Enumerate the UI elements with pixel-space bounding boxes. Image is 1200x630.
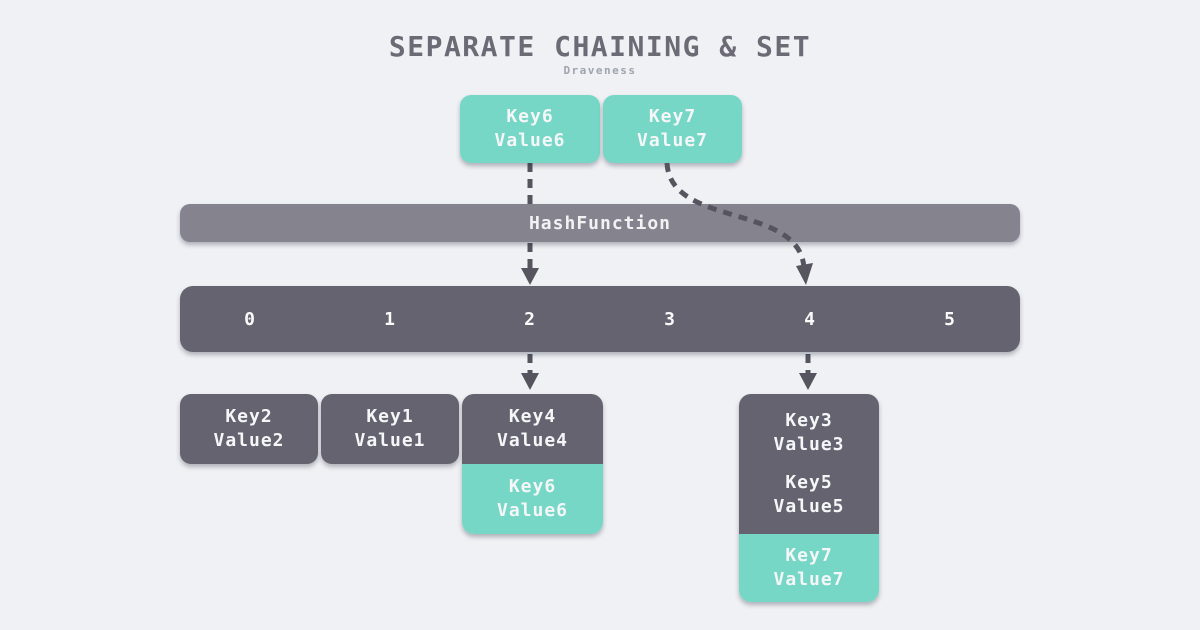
hash-table-bar: 0 1 2 3 4 5 — [180, 286, 1020, 352]
value-label: Value2 — [213, 430, 285, 451]
bucket-slot-2: 2 — [524, 308, 536, 330]
input-box-key6: Key6 Value6 — [460, 95, 600, 163]
chain-slot2-node-highlighted: Key6 Value6 — [462, 464, 603, 534]
value-label: Value6 — [496, 500, 569, 521]
bucket-slot-5: 5 — [944, 308, 956, 330]
key-label: Key4 — [508, 406, 557, 427]
value-label: Value7 — [773, 569, 845, 590]
key-value-pair: Key7 Value7 — [773, 544, 844, 592]
dashed-arrow-slot2-to-chain-icon — [521, 354, 539, 390]
key-label: Key3 — [785, 409, 833, 431]
chain-slot1-node: Key1 Value1 — [321, 394, 459, 464]
key-value-pair: Key1 Value1 — [354, 405, 425, 453]
value-label: Value5 — [773, 496, 845, 518]
input-box-key7: Key7 Value7 — [603, 95, 742, 163]
chain-slot4-node-highlighted: Key7 Value7 — [739, 534, 879, 602]
hash-function-bar: HashFunction — [180, 204, 1020, 242]
value-label: Value3 — [773, 433, 845, 455]
key-value-pair: Key2 Value2 — [213, 405, 284, 453]
key-label: Key1 — [366, 406, 414, 427]
value-label: Value6 — [494, 130, 566, 151]
key-label: Key7 — [648, 106, 697, 127]
diagram-title: SEPARATE CHAINING & SET — [388, 30, 812, 63]
key-label: Key5 — [785, 472, 833, 494]
value-label: Value4 — [496, 430, 569, 451]
bucket-slot-3: 3 — [664, 308, 676, 330]
key-value-pair: Key5 Value5 — [773, 471, 844, 519]
chain-slot4-column: Key3 Value3 Key5 Value5 Key7 Value7 — [739, 394, 879, 602]
bucket-slot-4: 4 — [804, 308, 816, 330]
chain-slot0-node: Key2 Value2 — [180, 394, 318, 464]
chain-slot2-node: Key4 Value4 — [462, 394, 603, 464]
bucket-slot-0: 0 — [244, 308, 256, 330]
chain-slot2-column: Key4 Value4 Key6 Value6 — [462, 394, 603, 534]
dashed-arrow-slot4-to-chain-icon — [799, 354, 817, 390]
key-value-pair: Key6 Value6 — [494, 105, 565, 153]
key-value-pair: Key7 Value7 — [637, 105, 708, 153]
hash-function-label: HashFunction — [528, 212, 672, 234]
value-label: Value1 — [354, 430, 426, 451]
key-label: Key7 — [785, 545, 833, 566]
key-value-pair: Key6 Value6 — [497, 475, 568, 523]
value-label: Value7 — [636, 130, 709, 151]
bucket-slot-1: 1 — [384, 308, 396, 330]
key-value-pair: Key4 Value4 — [497, 405, 568, 453]
key-label: Key6 — [506, 106, 554, 127]
key-label: Key6 — [508, 476, 557, 497]
chain-slot4-nodes: Key3 Value3 Key5 Value5 — [739, 394, 879, 534]
key-label: Key2 — [225, 406, 273, 427]
key-value-pair: Key3 Value3 — [773, 409, 844, 457]
diagram-subtitle: Draveness — [563, 64, 637, 77]
